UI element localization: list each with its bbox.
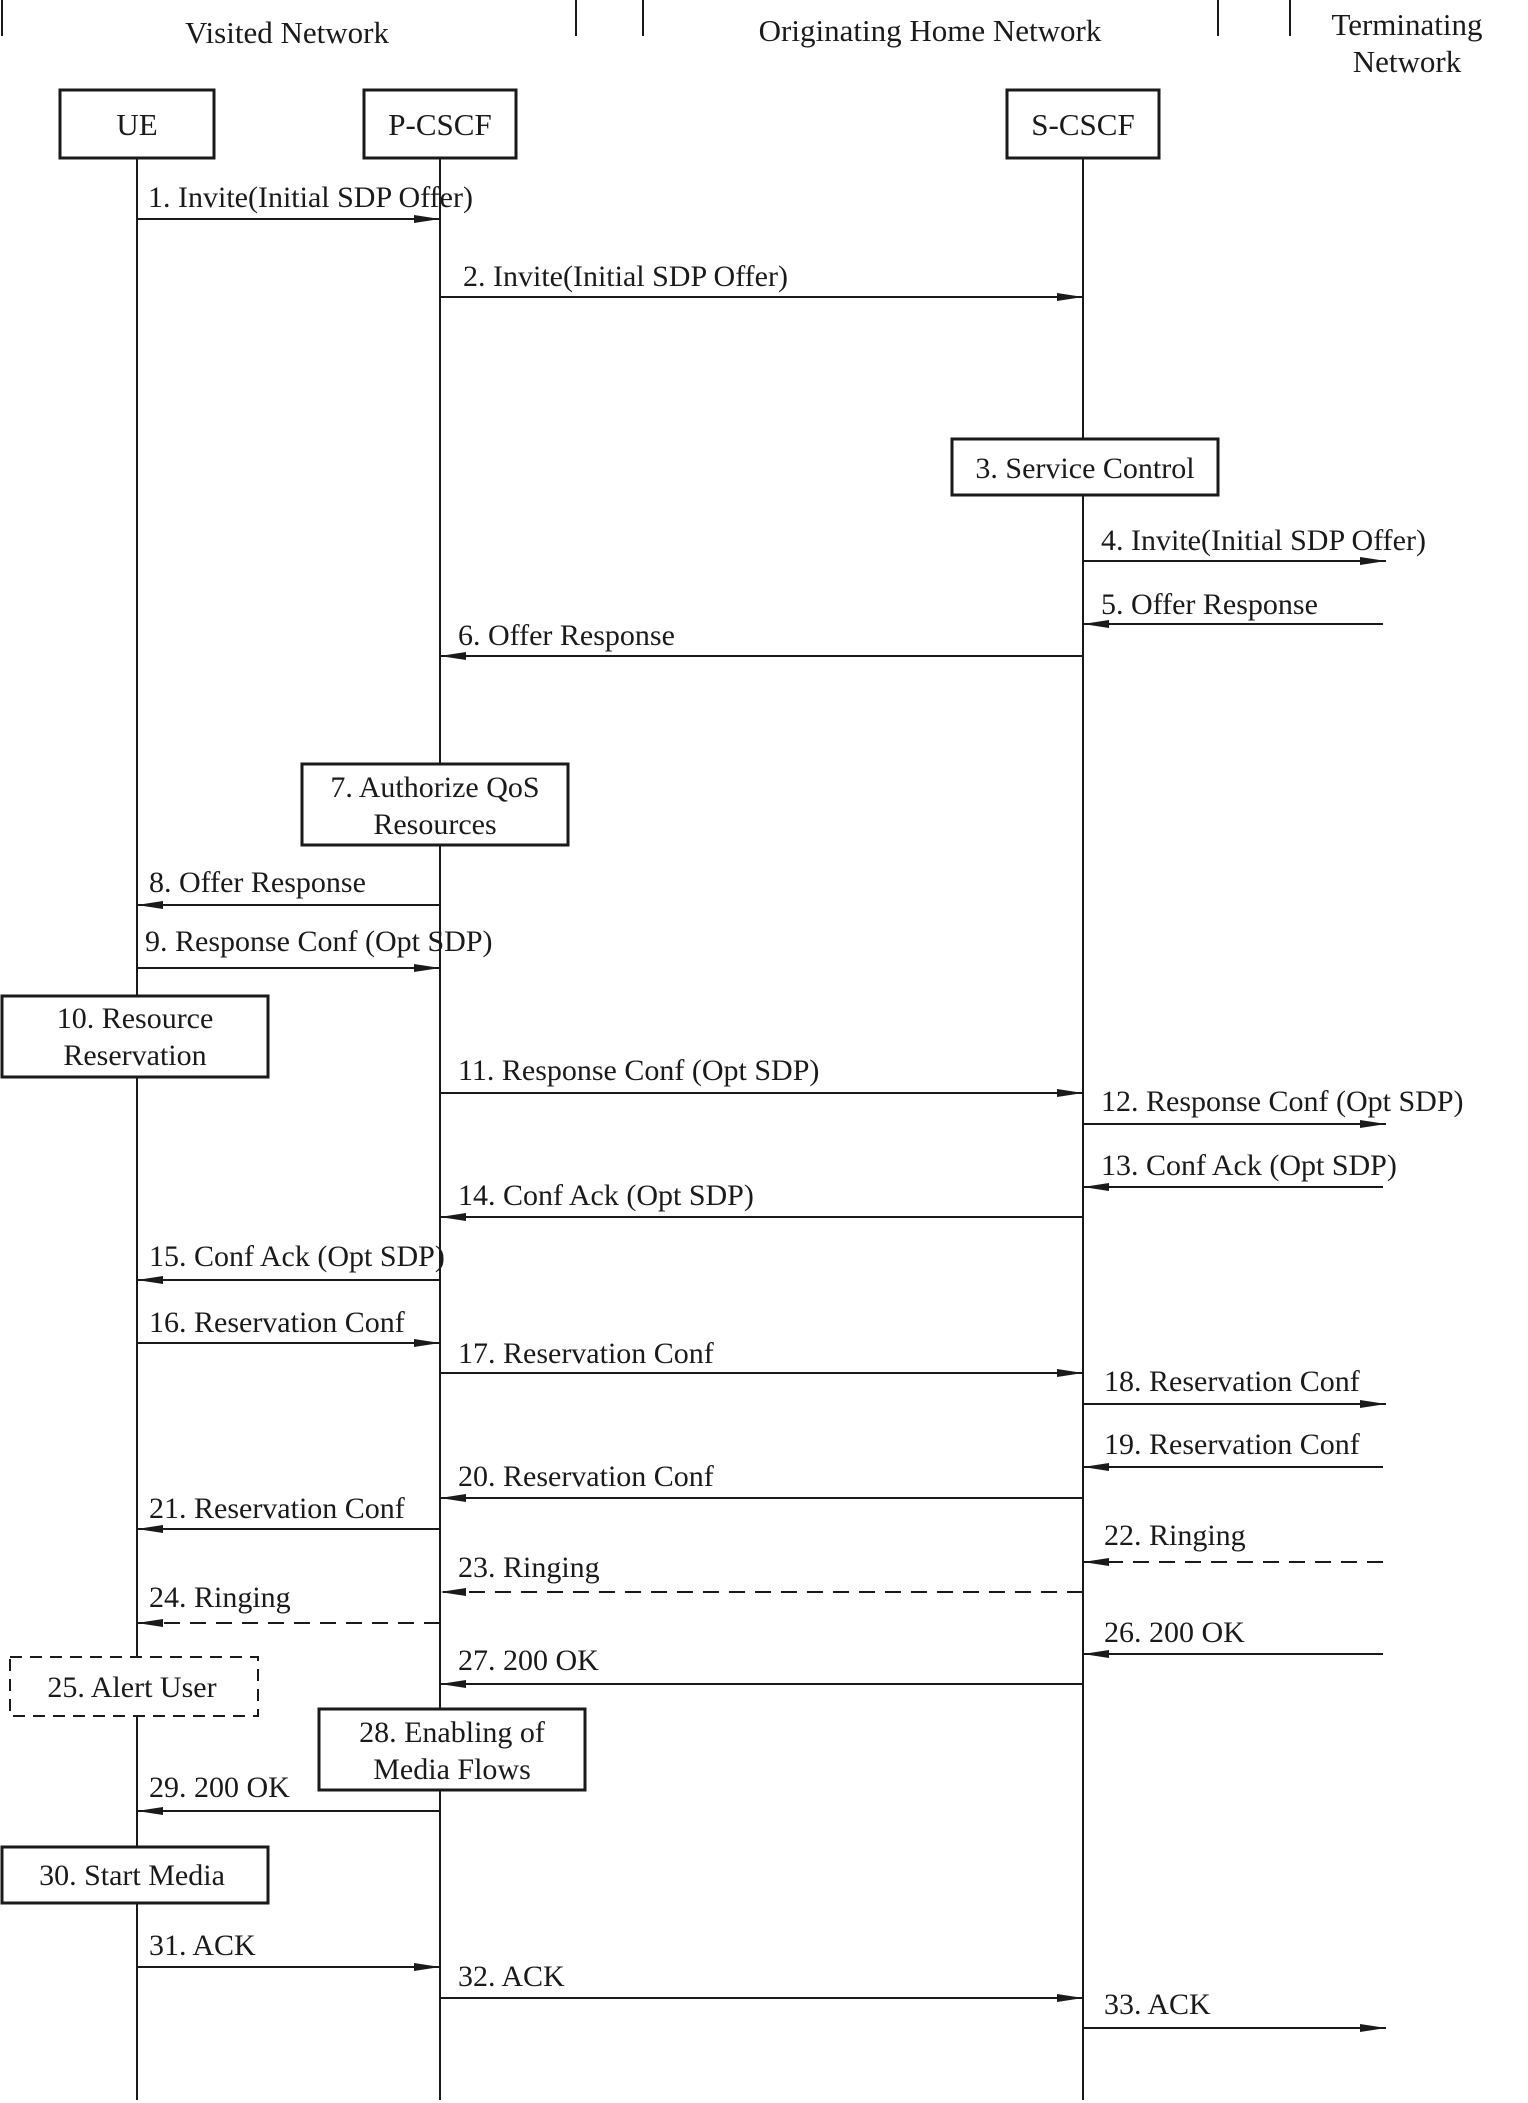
message: 14. Conf Ack (Opt SDP)	[440, 1179, 1083, 1221]
message: 15. Conf Ack (Opt SDP)	[137, 1240, 445, 1284]
message: 12. Response Conf (Opt SDP)	[1083, 1085, 1464, 1128]
message-label: 6. Offer Response	[458, 619, 675, 652]
message: 6. Offer Response	[440, 619, 1083, 660]
action-label: 10. Resource	[57, 1002, 214, 1035]
message: 13. Conf Ack (Opt SDP)	[1083, 1149, 1397, 1191]
message: 1. Invite(Initial SDP Offer)	[137, 181, 473, 223]
message: 16. Reservation Conf	[137, 1306, 440, 1347]
message: 21. Reservation Conf	[137, 1492, 440, 1533]
message-label: 22. Ringing	[1104, 1519, 1246, 1552]
message-label: 11. Response Conf (Opt SDP)	[458, 1054, 819, 1087]
message: 33. ACK	[1083, 1988, 1386, 2032]
message: 8. Offer Response	[137, 866, 440, 909]
message-label: 13. Conf Ack (Opt SDP)	[1101, 1149, 1397, 1182]
message-label: 24. Ringing	[149, 1581, 291, 1614]
action-label: Media Flows	[373, 1753, 531, 1786]
message-label: 5. Offer Response	[1101, 588, 1318, 621]
message-label: 33. ACK	[1104, 1988, 1211, 2021]
action-label: 30. Start Media	[39, 1859, 225, 1892]
message-label: 26. 200 OK	[1104, 1616, 1245, 1649]
action-authorize-qos: 7. Authorize QoS Resources	[300, 762, 570, 847]
actions: 3. Service Control 7. Authorize QoS Reso…	[0, 437, 1220, 1905]
entity-ue-label: UE	[116, 107, 157, 142]
message: 2. Invite(Initial SDP Offer)	[440, 260, 1083, 301]
action-label: Resources	[373, 808, 496, 841]
entity-ue: UE	[58, 88, 216, 160]
network-originating-home: Originating Home Network	[642, 0, 1219, 48]
message-label: 2. Invite(Initial SDP Offer)	[463, 260, 788, 293]
messages: 1. Invite(Initial SDP Offer) 2. Invite(I…	[137, 181, 1464, 2032]
message-label: 9. Response Conf (Opt SDP)	[145, 925, 493, 958]
entity-scscf-label: S-CSCF	[1031, 107, 1134, 142]
network-visited-label: Visited Network	[185, 15, 389, 50]
message-label: 31. ACK	[149, 1929, 256, 1962]
entity-scscf: S-CSCF	[1005, 88, 1161, 160]
action-start-media: 30. Start Media	[0, 1845, 270, 1905]
message: 23. Ringing	[440, 1551, 1083, 1596]
message-label: 18. Reservation Conf	[1104, 1365, 1360, 1398]
message: 4. Invite(Initial SDP Offer)	[1083, 524, 1426, 565]
message-label: 20. Reservation Conf	[458, 1460, 714, 1493]
message-label: 27. 200 OK	[458, 1644, 599, 1677]
message-label: 32. ACK	[458, 1960, 565, 1993]
action-label: 25. Alert User	[47, 1671, 216, 1704]
message-label: 12. Response Conf (Opt SDP)	[1101, 1085, 1464, 1118]
network-visited: Visited Network	[1, 0, 577, 50]
message: 5. Offer Response	[1083, 588, 1383, 628]
entity-pcscf-label: P-CSCF	[388, 107, 491, 142]
message-label: 4. Invite(Initial SDP Offer)	[1101, 524, 1426, 557]
message: 26. 200 OK	[1083, 1616, 1383, 1658]
message-label: 14. Conf Ack (Opt SDP)	[458, 1179, 754, 1212]
message-label: 15. Conf Ack (Opt SDP)	[149, 1240, 445, 1273]
message-label: 16. Reservation Conf	[149, 1306, 405, 1339]
message: 31. ACK	[137, 1929, 440, 1971]
message: 24. Ringing	[137, 1581, 440, 1627]
action-label: 3. Service Control	[975, 452, 1194, 485]
message-label: 29. 200 OK	[149, 1771, 290, 1804]
message: 17. Reservation Conf	[440, 1337, 1083, 1377]
action-resource-reservation: 10. Resource Reservation	[0, 994, 270, 1079]
message: 11. Response Conf (Opt SDP)	[440, 1054, 1083, 1097]
message-label: 17. Reservation Conf	[458, 1337, 714, 1370]
entity-pcscf: P-CSCF	[362, 88, 518, 160]
message: 29. 200 OK	[137, 1771, 440, 1815]
action-enabling-media-flows: 28. Enabling of Media Flows	[317, 1707, 587, 1792]
network-home-label: Originating Home Network	[759, 13, 1102, 48]
message-label: 21. Reservation Conf	[149, 1492, 405, 1525]
action-alert-user: 25. Alert User	[9, 1656, 259, 1717]
message: 20. Reservation Conf	[440, 1460, 1083, 1502]
message: 18. Reservation Conf	[1083, 1365, 1386, 1408]
message-label: 8. Offer Response	[149, 866, 366, 899]
action-label: 28. Enabling of	[359, 1716, 545, 1749]
message-label: 1. Invite(Initial SDP Offer)	[148, 181, 473, 214]
action-label: Reservation	[63, 1039, 206, 1072]
message: 32. ACK	[440, 1960, 1083, 2002]
message-label: 19. Reservation Conf	[1104, 1428, 1360, 1461]
message-label: 23. Ringing	[458, 1551, 600, 1584]
action-service-control: 3. Service Control	[950, 437, 1220, 497]
message: 22. Ringing	[1083, 1519, 1383, 1566]
message: 19. Reservation Conf	[1083, 1428, 1383, 1471]
action-label: 7. Authorize QoS	[330, 771, 539, 804]
message: 27. 200 OK	[440, 1644, 1083, 1688]
message: 9. Response Conf (Opt SDP)	[137, 925, 493, 972]
